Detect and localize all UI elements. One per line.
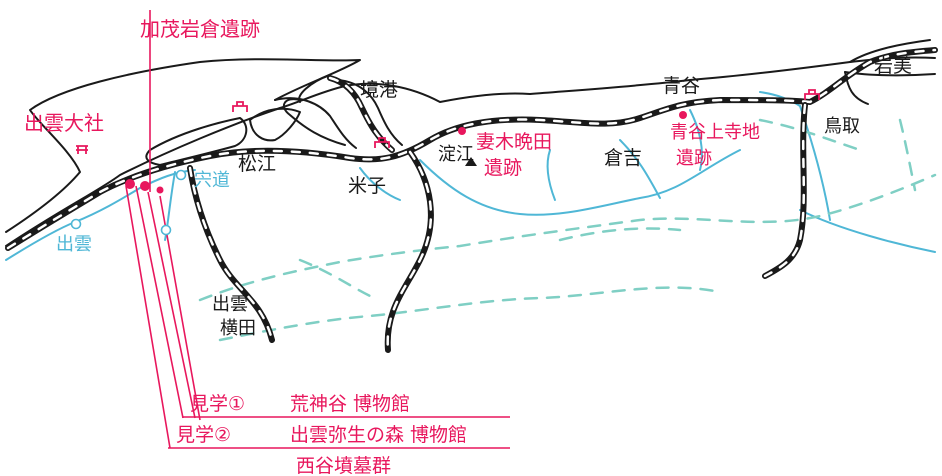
visit-1-tag: 見学①: [190, 393, 245, 415]
visit-2-tag: 見学②: [176, 424, 231, 446]
visit-1-name: 荒神谷 博物館: [290, 393, 410, 415]
station-circle: [70, 218, 82, 230]
label-aoya-kamijichi-2: 遺跡: [676, 148, 712, 169]
visit-2-name: 出雲弥生の森 博物館: [290, 424, 467, 446]
railway-lines: [5, 47, 938, 353]
label-kurayoshi: 倉吉: [604, 147, 642, 169]
coastline: [5, 39, 936, 247]
site-markers: [125, 111, 687, 194]
label-aoya-kamijichi-1: 青谷上寺地: [670, 122, 760, 143]
label-mukibanda-2: 遺跡: [484, 157, 522, 179]
shrine-icon: [804, 89, 820, 100]
label-izumo-yokota-2: 横田: [220, 318, 256, 339]
shrine-icon: [76, 145, 88, 154]
red-dot-marker-icon: [458, 127, 466, 135]
station-circle: [160, 224, 172, 236]
label-izumo: 出雲: [56, 234, 92, 255]
label-izumo-yokota-1: 出雲: [212, 294, 248, 315]
label-iwami: 岩美: [874, 55, 912, 77]
labels: 加茂岩倉遺跡 出雲大社 境港 青谷 岩美 松江 宍道 米子 淀江 妻木晩田 遺跡…: [24, 17, 912, 339]
label-sakaiminato: 境港: [360, 79, 398, 101]
mountain-peak-icon: [465, 157, 477, 166]
stations: [70, 169, 187, 236]
label-aoya: 青谷: [662, 75, 700, 97]
guide-lines: [125, 10, 510, 449]
hills-border: [198, 118, 937, 342]
shrine-icon: [232, 101, 248, 112]
label-yonago: 米子: [348, 175, 386, 197]
visit-legend: 見学① 荒神谷 博物館 見学② 出雲弥生の森 博物館 西谷墳墓群: [176, 393, 467, 476]
label-yodoe: 淀江: [438, 144, 474, 165]
label-tottori: 鳥取: [824, 116, 860, 137]
red-dot-marker-icon: [125, 179, 135, 189]
label-mukibanda-1: 妻木晩田: [476, 131, 552, 153]
shrine-icon: [374, 137, 390, 148]
rivers: [5, 91, 936, 261]
red-dot-marker-icon: [140, 181, 150, 191]
red-dot-marker-icon: [156, 186, 164, 194]
red-dot-marker-icon: [679, 111, 687, 119]
station-circle: [175, 169, 187, 181]
shrine-icon-group: [76, 89, 820, 154]
label-izumo-taisha: 出雲大社: [24, 111, 104, 135]
nishidani-label: 西谷墳墓群: [296, 455, 391, 476]
label-kamoiwakura: 加茂岩倉遺跡: [140, 17, 260, 41]
label-shinji: 宍道: [194, 170, 230, 191]
label-matsue: 松江: [238, 153, 276, 175]
